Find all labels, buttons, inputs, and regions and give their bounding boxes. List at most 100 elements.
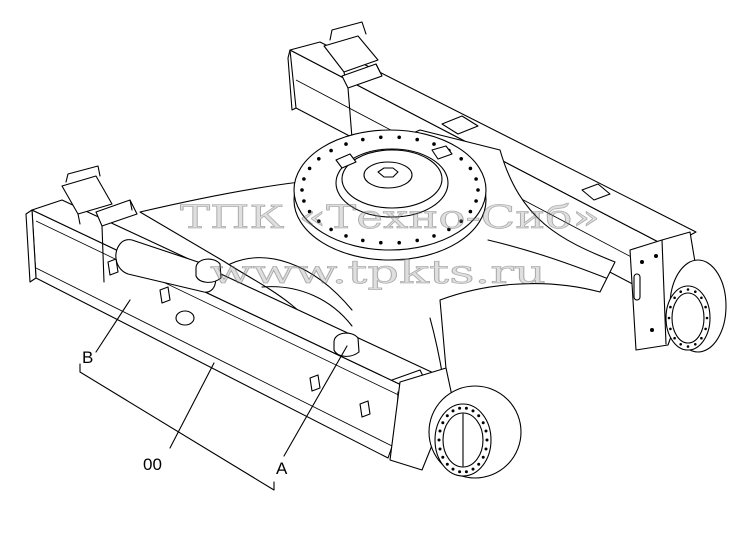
ring-bolt-hole: [432, 234, 436, 238]
front-beam-lip: [35, 220, 410, 401]
crossmember-cutout-lower: [261, 286, 353, 327]
front-idler-bolt: [484, 429, 488, 433]
ring-inner-raised: [341, 149, 443, 209]
ring-bolt-pattern: [300, 135, 480, 245]
ring-bolt-hole: [361, 238, 365, 243]
front-idler-bolt: [477, 462, 481, 466]
front-idler-bolt: [477, 414, 481, 418]
right-idler-bolt: [686, 345, 690, 348]
right-idler-bolt: [667, 316, 671, 320]
ring-bolt-hole: [302, 177, 306, 181]
front-beam-pad-2: [159, 286, 171, 304]
rear-beam-pad-2: [581, 183, 611, 201]
front-idler-bolt: [464, 470, 468, 474]
ring-bolt-hole: [415, 137, 420, 142]
right-idler-bolt: [694, 290, 697, 294]
front-beam-top-bump-2: [333, 332, 360, 357]
front-idler-bolt: [485, 438, 489, 442]
front-beam-end-cap: [25, 209, 37, 283]
front-beam-bottom-seam: [35, 267, 393, 447]
front-idler-housing: [389, 367, 522, 479]
rear-beam-end-guard: [323, 35, 379, 73]
right-idler-bolt: [704, 305, 707, 309]
right-idler-bolt: [673, 336, 676, 340]
right-idler-bolt: [704, 327, 707, 331]
leader-00: [169, 362, 215, 449]
swing-bearing-ring: [293, 129, 487, 261]
front-idler-bolt: [438, 447, 442, 451]
front-beam-end-guard: [61, 175, 113, 215]
front-idler-bolt: [484, 447, 488, 451]
ring-bolt-hole: [468, 166, 473, 171]
front-idler-bolt: [438, 429, 442, 433]
front-beam-pad-1: [107, 258, 119, 276]
front-beam-clamp-band: [95, 199, 138, 227]
front-idler-bolt: [481, 421, 485, 425]
watermark-company: ТПК «Техно-Сиб»: [180, 198, 600, 236]
ring-bolt-hole: [468, 209, 473, 214]
front-beam-pad-4: [359, 400, 371, 418]
right-end-bolt-1: [640, 260, 644, 264]
ring-bolt-hole: [459, 157, 464, 161]
callouts: B 00 A: [79, 299, 348, 491]
front-beam-pad-3: [309, 374, 321, 392]
front-idler-bolt-pattern: [437, 406, 489, 474]
right-idler-bolt: [679, 290, 682, 294]
leader-b: [95, 299, 131, 353]
ring-bolt-hole: [447, 227, 451, 232]
ring-bolt-hole: [307, 209, 312, 214]
right-idler-bore: [671, 292, 705, 344]
ring-bolt-hole: [317, 219, 321, 223]
ring-bolt-hole: [302, 199, 306, 203]
right-end-bolt-2: [654, 254, 658, 258]
ring-center-hex: [377, 167, 399, 178]
front-idler-bolt: [441, 455, 445, 459]
front-idler-bolt: [471, 409, 475, 413]
right-idler-bolt: [669, 305, 672, 309]
front-idler-bolt: [437, 438, 441, 442]
ring-bolt-hole: [307, 166, 312, 171]
label-b: B: [82, 348, 93, 367]
front-idler-bolt: [441, 421, 445, 425]
front-idler-bolt: [451, 409, 455, 413]
dimension-bracket: [79, 363, 275, 491]
ring-bolt-hole: [397, 135, 402, 140]
ring-lug-right: [431, 145, 453, 160]
right-idler-bolt-pattern: [667, 288, 709, 348]
right-idler-bolt: [679, 343, 682, 346]
ring-bolt-hole: [300, 188, 304, 192]
rear-beam-pad-1: [441, 115, 479, 135]
front-idler-bolt: [458, 470, 462, 474]
right-end-bolt-3: [650, 328, 654, 332]
ring-bolt-hole: [474, 177, 478, 181]
right-idler-bolt: [694, 343, 697, 346]
watermark: ТПК «Техно-Сиб» www.tpkts.ru: [180, 198, 601, 292]
ring-bolt-hole: [329, 148, 333, 153]
ring-bolt-hole: [361, 137, 365, 142]
rear-beam-end-plate: [287, 49, 297, 111]
ring-center-cap: [363, 161, 413, 189]
ring-lug-left: [335, 153, 357, 169]
front-idler-bolt: [481, 455, 485, 459]
ring-bolt-hole: [459, 219, 464, 223]
watermark-site: www.tpkts.ru: [210, 253, 546, 291]
right-idler-housing: [629, 231, 727, 353]
front-idler-bolt: [445, 414, 449, 418]
rear-beam-clamp-band: [341, 63, 383, 89]
right-end-slot: [633, 273, 641, 301]
leader-a: [283, 345, 348, 457]
front-beam-top-bump-1: [195, 258, 222, 283]
ring-bolt-hole: [329, 227, 333, 232]
ring-bolt-hole: [317, 157, 321, 161]
right-end-block-edge: [661, 239, 667, 345]
ring-bolt-hole: [379, 240, 383, 245]
ring-bolt-hole: [432, 142, 436, 146]
front-beam-stiffener: [101, 199, 133, 283]
ring-bolt-hole: [344, 142, 348, 146]
label-00: 00: [143, 455, 162, 474]
crossmember-right-flange: [487, 239, 607, 279]
ring-bolt-hole: [474, 199, 478, 203]
front-beam-hole: [175, 310, 195, 326]
right-idler-bolt: [700, 336, 703, 340]
